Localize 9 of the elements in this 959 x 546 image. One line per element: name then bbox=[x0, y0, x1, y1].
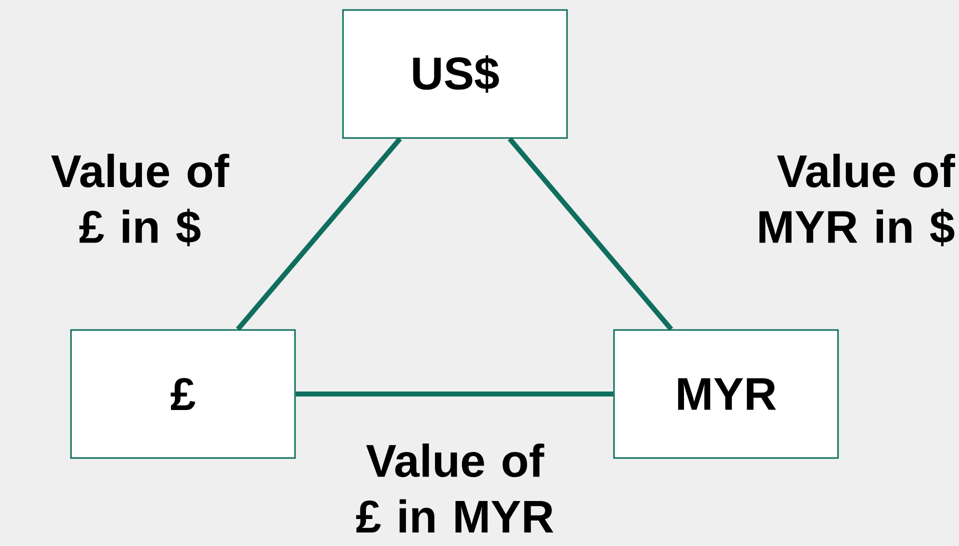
edge-label: Value of MYR in $ bbox=[759, 154, 956, 246]
connector-line bbox=[508, 137, 674, 331]
edge-label: Value of £ in $ bbox=[51, 154, 230, 246]
connector-line bbox=[236, 137, 402, 331]
connector-line bbox=[296, 392, 614, 396]
currency-box: £ bbox=[70, 329, 296, 459]
currency-box: MYR bbox=[613, 329, 839, 459]
edge-label: Value of £ in MYR bbox=[356, 444, 554, 532]
currency-box: US$ bbox=[342, 9, 568, 139]
